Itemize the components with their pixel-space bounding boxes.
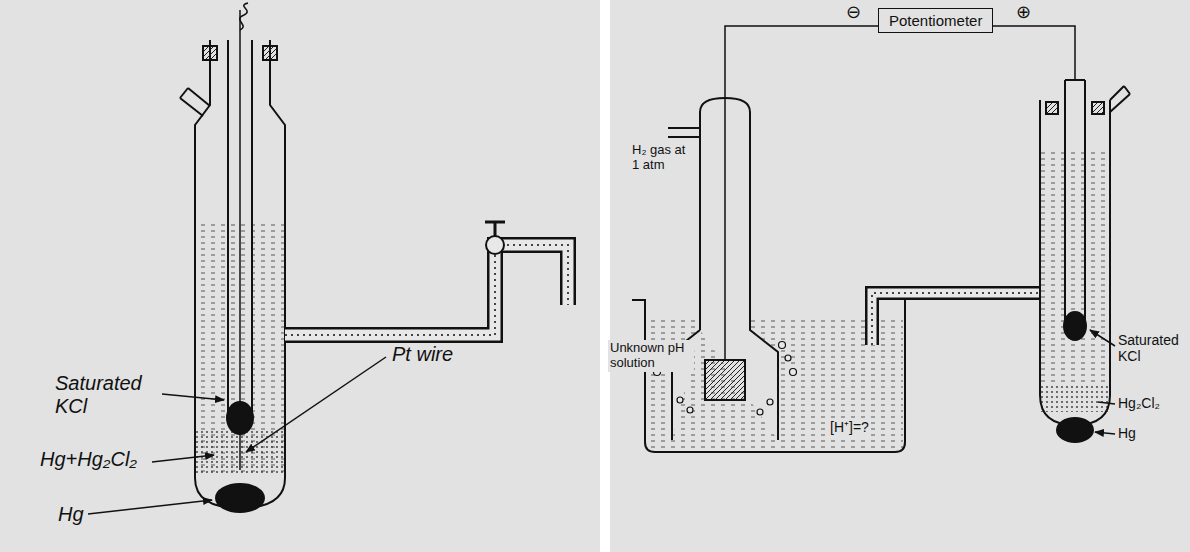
instrument-label: Potentiometer [889,12,982,29]
part-label: Saturated KCl [55,372,165,418]
part-label: [H⁺]=? [828,418,871,436]
polarity-sign: ⊖ [846,2,861,23]
part-label: H₂ gas at 1 atm [632,143,694,173]
part-label: Hg [1118,425,1136,441]
part-label: Hg [58,503,84,526]
instrument-box: Potentiometer [878,8,993,33]
part-label: Pt wire [392,343,453,366]
leader-lines [1090,330,1115,434]
calomel-electrode [1040,80,1130,442]
part-label: Hg₂Cl₂ [1118,395,1160,411]
polarity-sign: ⊕ [1016,2,1031,23]
part-label: Unknown pH solution [608,340,694,372]
salt-bridge [285,222,568,335]
wires [725,26,1075,98]
part-label: Saturated KCl [1118,332,1186,364]
part-label: Hg+Hg₂Cl₂ [40,448,137,471]
salt-bridge [872,293,1040,345]
